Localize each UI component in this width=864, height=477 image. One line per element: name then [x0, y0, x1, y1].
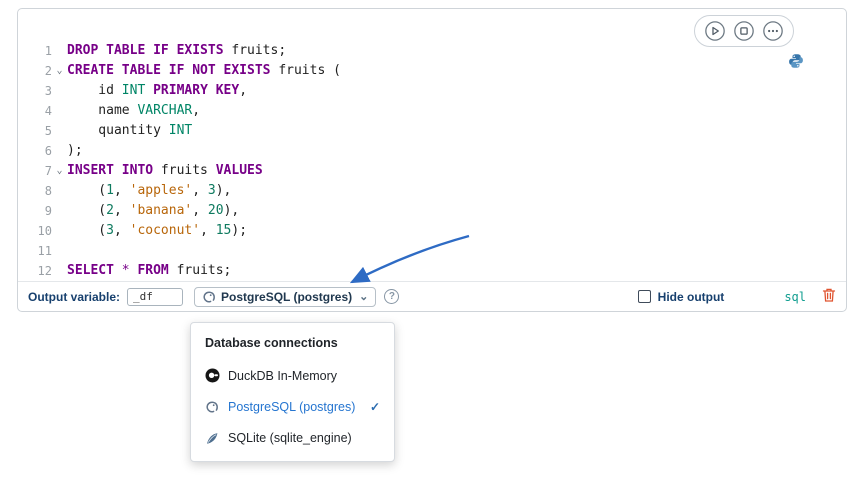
hide-output-checkbox[interactable]: [637, 290, 651, 303]
code-text: CREATE TABLE IF NOT EXISTS fruits (: [67, 63, 341, 78]
connection-option-label: DuckDB In-Memory: [228, 368, 338, 383]
cell-language-label[interactable]: sql: [784, 289, 806, 304]
line-number: 12: [37, 264, 52, 278]
connection-option[interactable]: DuckDB In-Memory: [191, 360, 394, 391]
line-number: 3: [44, 84, 52, 98]
output-variable-input[interactable]: [127, 287, 184, 306]
postgresql-icon: [202, 290, 216, 304]
code-text: );: [67, 143, 83, 158]
fold-spacer: [52, 181, 67, 201]
code-line: 12 SELECT * FROM fruits;: [18, 261, 846, 281]
cell-hover-toolbar: [694, 15, 794, 47]
code-line: 5 quantity INT: [18, 121, 846, 141]
sql-code-editor[interactable]: 1 DROP TABLE IF EXISTS fruits; 2 ⌄ CREATE TA…: [18, 41, 846, 281]
fold-spacer: [52, 41, 67, 61]
code-text: (3, 'coconut', 15);: [67, 223, 248, 238]
connection-option-label: PostgreSQL (postgres): [228, 399, 356, 414]
line-number: 1: [44, 44, 52, 58]
fold-spacer: [52, 101, 67, 121]
line-number: 2: [44, 64, 52, 78]
play-icon: [705, 21, 725, 41]
line-number: 6: [44, 144, 52, 158]
dropdown-title: Database connections: [205, 336, 338, 350]
code-text: (2, 'banana', 20),: [67, 203, 240, 218]
question-mark-icon: ?: [388, 291, 395, 302]
hide-output-label: Hide output: [657, 289, 725, 304]
code-text: (1, 'apples', 3),: [67, 183, 232, 198]
trash-icon: [822, 288, 836, 302]
chevron-down-icon: ⌄: [359, 290, 369, 303]
fold-spacer: [52, 241, 67, 261]
database-connections-dropdown: Database connections DuckDB In-Memory Po…: [190, 322, 395, 462]
cell-footer: Output variable: PostgreSQL (postgres) ⌄…: [18, 281, 846, 311]
code-text: name VARCHAR,: [67, 103, 201, 118]
interrupt-button[interactable]: [733, 20, 755, 42]
line-number: 8: [44, 184, 52, 198]
code-text: SELECT * FROM fruits;: [67, 263, 232, 278]
code-line: 7 ⌄ INSERT INTO fruits VALUES: [18, 161, 846, 181]
fold-spacer: [52, 81, 67, 101]
postgresql-icon: [202, 290, 216, 304]
line-number: 5: [44, 124, 52, 138]
line-number: 7: [44, 164, 52, 178]
duckdb-icon: [205, 368, 220, 383]
line-number: 11: [37, 244, 52, 258]
code-line: 2 ⌄ CREATE TABLE IF NOT EXISTS fruits (: [18, 61, 846, 81]
fold-spacer: [52, 201, 67, 221]
run-button[interactable]: [704, 20, 726, 42]
code-line: 6);: [18, 141, 846, 161]
sqlite-icon: [205, 430, 220, 445]
fold-spacer: [52, 141, 67, 161]
fold-chevron-icon[interactable]: ⌄: [56, 165, 63, 176]
fold-spacer: [52, 121, 67, 141]
code-line: 1 DROP TABLE IF EXISTS fruits;: [18, 41, 846, 61]
code-line: 4 name VARCHAR,: [18, 101, 846, 121]
code-text: INSERT INTO fruits VALUES: [67, 163, 263, 178]
output-variable-label: Output variable:: [28, 289, 121, 304]
ellipsis-icon: [763, 21, 783, 41]
delete-cell-button[interactable]: [822, 287, 836, 306]
code-text: id INT PRIMARY KEY,: [67, 83, 248, 98]
code-text: quantity INT: [67, 123, 193, 138]
connection-label: PostgreSQL (postgres): [221, 289, 353, 304]
help-button[interactable]: ?: [384, 289, 400, 304]
code-line: 3 id INT PRIMARY KEY,: [18, 81, 846, 101]
connection-option[interactable]: SQLite (sqlite_engine): [191, 422, 394, 453]
sql-notebook-cell: 1 DROP TABLE IF EXISTS fruits; 2 ⌄ CREATE TA…: [17, 8, 847, 312]
code-line: 11: [18, 241, 846, 261]
stop-icon: [734, 21, 754, 41]
fold-spacer: [52, 221, 67, 241]
fold-chevron-icon[interactable]: ⌄: [56, 65, 63, 76]
python-icon: [788, 53, 804, 69]
connection-option-label: SQLite (sqlite_engine): [228, 430, 352, 445]
more-actions-button[interactable]: [762, 20, 784, 42]
code-text: DROP TABLE IF EXISTS fruits;: [67, 43, 287, 58]
line-number: 4: [44, 104, 52, 118]
line-number: 9: [44, 204, 52, 218]
check-icon: ✓: [369, 399, 380, 414]
code-line: 9 (2, 'banana', 20),: [18, 201, 846, 221]
footer-right-group: Hide output sql: [637, 287, 836, 306]
fold-spacer: [52, 261, 67, 281]
code-line: 10 (3, 'coconut', 15);: [18, 221, 846, 241]
connection-dropdown-button[interactable]: PostgreSQL (postgres) ⌄: [194, 286, 377, 307]
postgresql-icon: [205, 399, 220, 414]
connection-option[interactable]: PostgreSQL (postgres) ✓: [191, 391, 394, 422]
line-number: 10: [37, 224, 52, 238]
code-line: 8 (1, 'apples', 3),: [18, 181, 846, 201]
